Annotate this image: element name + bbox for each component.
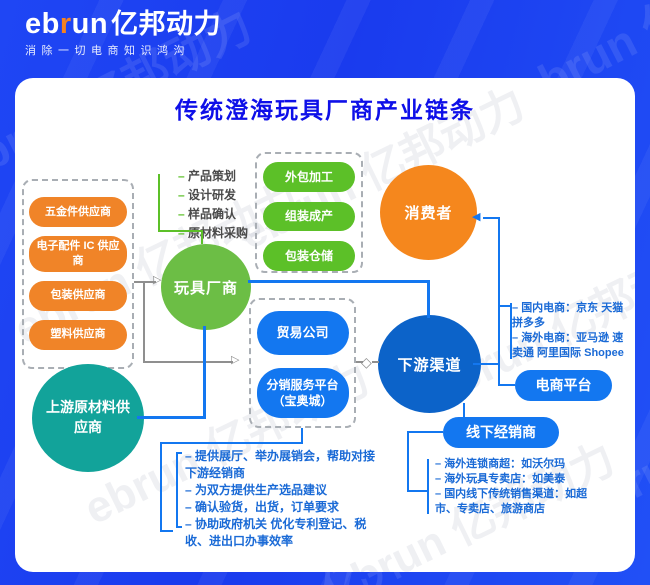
connector-line (203, 326, 206, 419)
list-item: 确认验货，出货，订单要求 (185, 499, 385, 516)
connector-line (473, 363, 500, 365)
list-item: 协助政府机关 优化专利登记、税收、进出口办事效率 (185, 516, 385, 550)
connector-line (134, 281, 156, 283)
supplier-node: 五金件供应商 (29, 197, 127, 227)
manufacturer-task-list: 产品策划 设计研发 样品确认 原材料采购 (178, 167, 248, 243)
connector-line (158, 230, 203, 232)
offline-channel-list: 海外连锁商超：如沃尔玛 海外玩具专卖店：如美泰 国内线下传统销售渠道：如超市、专… (435, 457, 607, 517)
arrow-right-icon: ▷ (231, 354, 240, 366)
offline-distributor-node: 线下经销商 (443, 417, 559, 448)
list-item: 原材料采购 (178, 224, 248, 243)
connector-line (137, 416, 205, 419)
connector-line (427, 459, 429, 514)
connector-line (301, 428, 303, 444)
connector-line (510, 303, 512, 359)
connector-line (160, 442, 162, 532)
list-item: 为双方提供生产选品建议 (185, 482, 385, 499)
infographic-card: ebrun 亿邦动力 ebrun 亿邦动力 ebrun 亿邦动力 ebrun 亿… (15, 78, 635, 572)
connector-line (176, 452, 178, 528)
outsourcing-node: 组装成产 (263, 201, 355, 232)
connector-line (427, 280, 430, 318)
distribution-platform-node: 分销服务平台（宝奥城） (256, 368, 349, 418)
toy-manufacturer-node: 玩具厂商 (161, 244, 251, 330)
list-item: 设计研发 (178, 186, 248, 205)
connector-line (143, 361, 233, 363)
connector-line (201, 230, 203, 244)
ecommerce-platform-node: 电商平台 (515, 370, 612, 401)
list-item: 海外电商：亚马逊 速卖通 阿里国际 Shopee (512, 331, 632, 361)
connector-line (407, 490, 429, 492)
logo-text: eb (25, 8, 60, 40)
connector-line (498, 217, 500, 385)
connector-line (356, 361, 363, 363)
connector-line (160, 530, 173, 532)
logo-tagline: 消除一切电商知识鸿沟 (25, 45, 190, 57)
outsourcing-node: 包装仓储 (263, 241, 355, 272)
supplier-node: 电子配件 IC 供应商 (29, 236, 127, 272)
connector-line (498, 384, 515, 386)
trade-group-box: 贸易公司 分销服务平台（宝奥城） (249, 298, 356, 428)
outsourcing-node: 外包加工 (263, 162, 355, 192)
arrow-right-icon: ▷ (153, 274, 162, 286)
connector-line (160, 442, 303, 444)
logo-accent-letter: r (59, 8, 72, 40)
list-item: 产品策划 (178, 167, 248, 186)
logo-chinese-name: 亿邦动力 (111, 9, 222, 39)
connector-line (407, 431, 443, 433)
ecommerce-channel-list: 国内电商：京东 天猫 拼多多 海外电商：亚马逊 速卖通 阿里国际 Shopee (512, 301, 632, 361)
connector-line (176, 526, 182, 528)
connector-line (143, 282, 145, 362)
connector-line (248, 280, 430, 283)
connector-line (407, 431, 409, 492)
logo-text: un (71, 8, 109, 40)
platform-services-list: 提供展厅、举办展销会，帮助对接下游经销商 为双方提供生产选品建议 确认验货，出货… (185, 448, 385, 550)
downstream-channel-node: 下游渠道 (378, 315, 481, 413)
connector-line (483, 217, 500, 219)
upstream-raw-material-node: 上游原材料供应商 (32, 364, 144, 472)
list-item: 国内线下传统销售渠道：如超市、专卖店、旅游商店 (435, 487, 607, 517)
arrow-left-icon: ◀ (472, 211, 481, 223)
connector-line (158, 174, 160, 232)
consumer-node: 消费者 (380, 165, 477, 260)
list-item: 提供展厅、举办展销会，帮助对接下游经销商 (185, 448, 385, 482)
outsourcing-group-box: 外包加工 组装成产 包装仓储 (255, 152, 363, 273)
list-item: 海外连锁商超：如沃尔玛 (435, 457, 607, 472)
list-item: 样品确认 (178, 205, 248, 224)
connector-line (372, 361, 379, 363)
connector-line (463, 403, 465, 417)
list-item: 国内电商：京东 天猫 拼多多 (512, 301, 632, 331)
supplier-node: 包装供应商 (29, 280, 127, 311)
diagram-title: 传统澄海玩具厂商产业链条 (175, 97, 475, 123)
list-item: 海外玩具专卖店：如美泰 (435, 472, 607, 487)
connector-line (498, 305, 511, 307)
diamond-link-icon: ◇ (361, 354, 372, 370)
supplier-node: 塑料供应商 (29, 319, 127, 350)
connector-line (176, 452, 182, 454)
suppliers-group-box: 五金件供应商 电子配件 IC 供应商 包装供应商 塑料供应商 (22, 179, 134, 369)
trade-company-node: 贸易公司 (256, 311, 349, 355)
